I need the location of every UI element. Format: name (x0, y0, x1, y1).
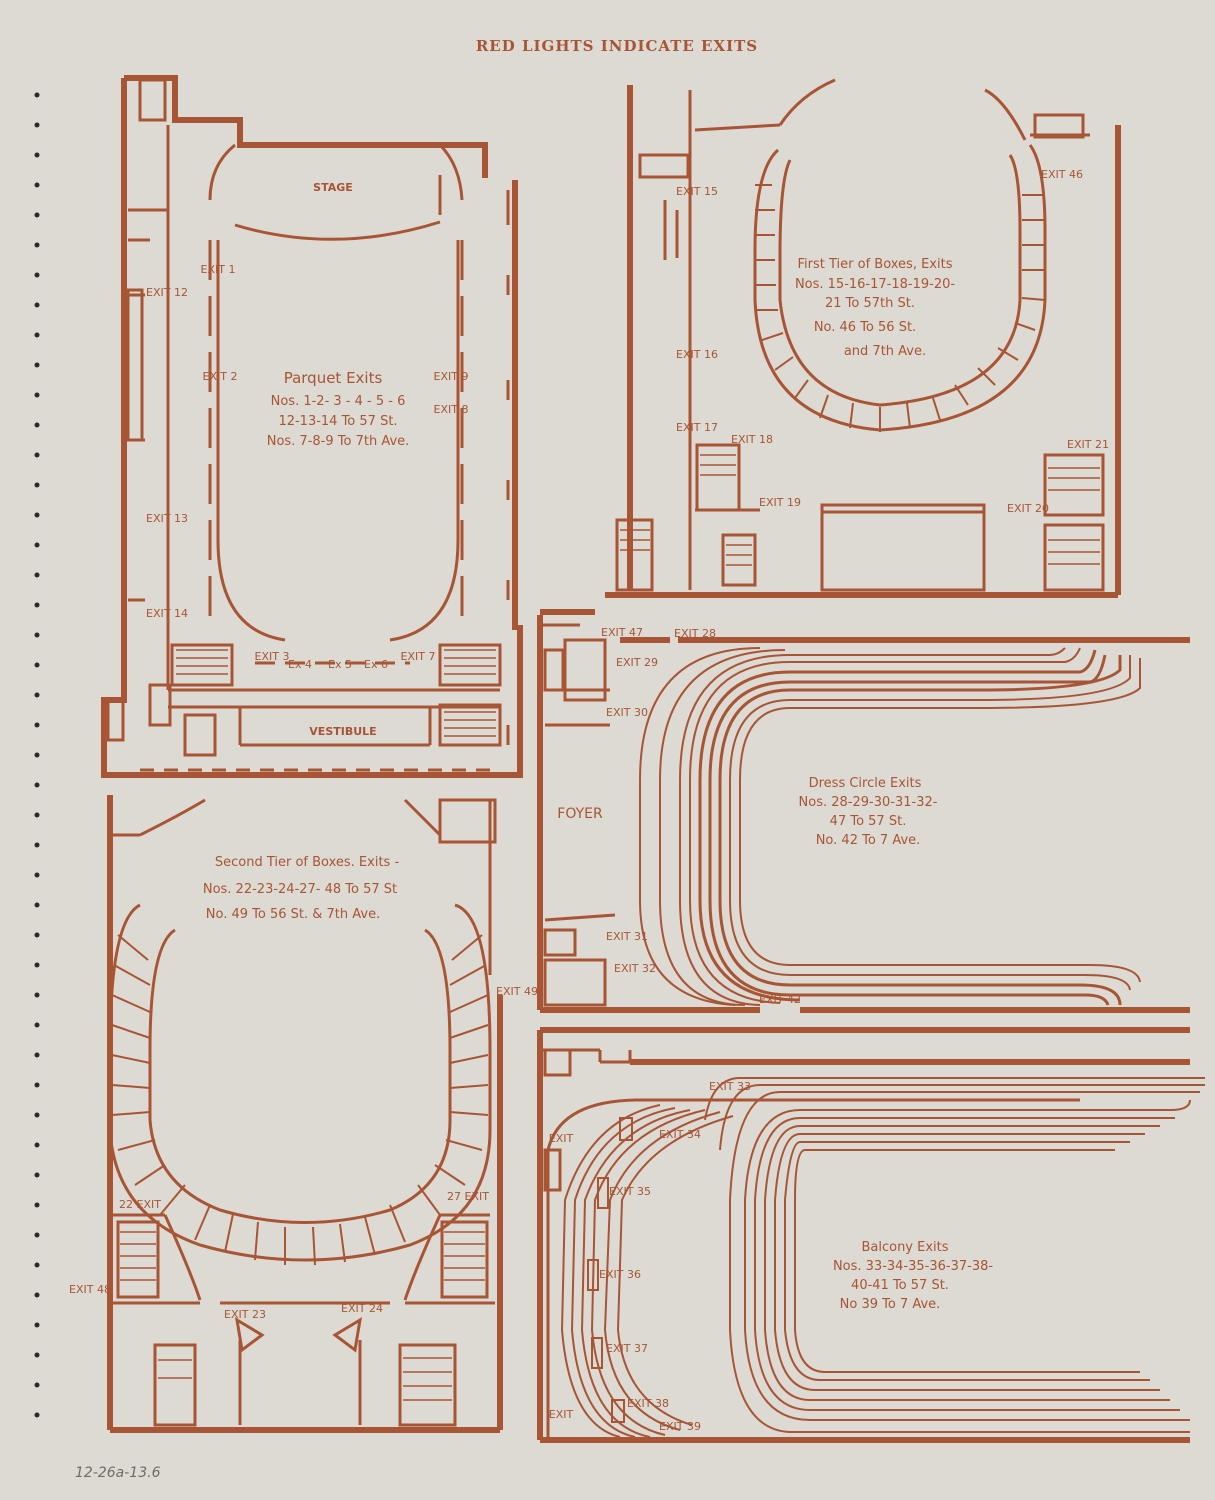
exit-37-label: EXIT 37 (606, 1342, 648, 1355)
exit-49-label: EXIT 49 (496, 985, 538, 998)
first-tier-line-3: No. 46 To 56 St. (814, 320, 916, 335)
balcony-line-1: Nos. 33-34-35-36-37-38- (833, 1259, 993, 1274)
parquet-line-2: 12-13-14 To 57 St. (278, 414, 397, 429)
exit-32-label: EXIT 32 (614, 962, 656, 975)
first-tier-line-4: and 7th Ave. (844, 344, 926, 359)
dress-circle-line-3: No. 42 To 7 Ave. (816, 833, 921, 848)
exit-3-label: EXIT 3 (255, 650, 290, 663)
exit-46-label: EXIT 46 (1041, 168, 1083, 181)
exit-5-label: Ex 5 (328, 658, 352, 671)
exit-9-label: EXIT 9 (434, 370, 469, 383)
parquet-line-3: Nos. 7-8-9 To 7th Ave. (267, 434, 410, 449)
exit-39-label: EXIT 39 (659, 1420, 701, 1433)
second-tier-plan (107, 795, 503, 1433)
dress-circle-line-2: 47 To 57 St. (830, 814, 907, 829)
balcony-line-3: No 39 To 7 Ave. (840, 1297, 941, 1312)
exit-33-label: EXIT 33 (709, 1080, 751, 1093)
exit-15-label: EXIT 15 (676, 185, 718, 198)
exit-14-label: EXIT 14 (146, 607, 188, 620)
exit-30-label: EXIT 30 (606, 706, 648, 719)
second-tier-title: Second Tier of Boxes. Exits - (215, 855, 400, 870)
second-tier-line-2: No. 49 To 56 St. & 7th Ave. (206, 907, 380, 922)
exit-8-label: EXIT 8 (434, 403, 469, 416)
exit-29-label: EXIT 29 (616, 656, 658, 669)
exit-22-label: 22 EXIT (119, 1198, 161, 1211)
balcony-title: Balcony Exits (861, 1240, 948, 1255)
exit-28-label: EXIT 28 (674, 627, 716, 640)
pencil-note: 12-26a-13.6 (75, 1465, 161, 1481)
exit-34-label: EXIT 34 (659, 1128, 701, 1141)
exit-35-label: EXIT 35 (609, 1185, 651, 1198)
exit-2-label: EXIT 2 (203, 370, 238, 383)
exit-19-label: EXIT 19 (759, 496, 801, 509)
parquet-line-1: Nos. 1-2- 3 - 4 - 5 - 6 (271, 394, 406, 409)
first-tier-plan (605, 78, 1121, 598)
second-tier-line-1: Nos. 22-23-24-27- 48 To 57 St (203, 882, 397, 897)
exit-23-label: EXIT 23 (224, 1308, 266, 1321)
exit-38-label: EXIT 38 (627, 1397, 669, 1410)
exit-17-label: EXIT 17 (676, 421, 718, 434)
exit-4-label: Ex 4 (288, 658, 312, 671)
parquet-title: Parquet Exits (284, 369, 383, 387)
exit-1-label: EXIT 1 (201, 263, 236, 276)
exit-21-label: EXIT 21 (1067, 438, 1109, 451)
first-tier-title: First Tier of Boxes, Exits (798, 257, 953, 272)
dress-circle-plan (537, 609, 1190, 1013)
exit-47-label: EXIT 47 (601, 626, 643, 639)
exit-16-label: EXIT 16 (676, 348, 718, 361)
exit-48-label: EXIT 48 (69, 1283, 111, 1296)
dress-circle-title: Dress Circle Exits (809, 776, 922, 791)
perforated-edge (34, 92, 40, 1418)
exit-12-label: EXIT 12 (146, 286, 188, 299)
exit-42-label: EXIT 42 (759, 993, 801, 1006)
exit-18-label: EXIT 18 (731, 433, 773, 446)
balcony-plan (537, 1027, 1205, 1443)
exit-40-label: EXIT (549, 1132, 574, 1145)
first-tier-line-2: 21 To 57th St. (825, 296, 915, 311)
exit-24-label: EXIT 24 (341, 1302, 383, 1315)
exit-41-label: EXIT (549, 1408, 574, 1421)
vestibule-label: VESTIBULE (309, 725, 376, 738)
stage-label: STAGE (313, 181, 353, 194)
foyer-label: FOYER (557, 806, 603, 822)
exit-7-label: EXIT 7 (401, 650, 436, 663)
header-title: RED LIGHTS INDICATE EXITS (476, 37, 758, 55)
exit-13-label: EXIT 13 (146, 512, 188, 525)
parquet-plan (101, 75, 523, 778)
first-tier-line-1: Nos. 15-16-17-18-19-20- (795, 277, 955, 292)
balcony-line-2: 40-41 To 57 St. (851, 1278, 949, 1293)
dress-circle-line-1: Nos. 28-29-30-31-32- (799, 795, 938, 810)
exit-31-label: EXIT 31 (606, 930, 648, 943)
exit-20-label: EXIT 20 (1007, 502, 1049, 515)
exit-6-label: Ex 6 (364, 658, 388, 671)
exit-36-label: EXIT 36 (599, 1268, 641, 1281)
exit-27-label: 27 EXIT (447, 1190, 489, 1203)
